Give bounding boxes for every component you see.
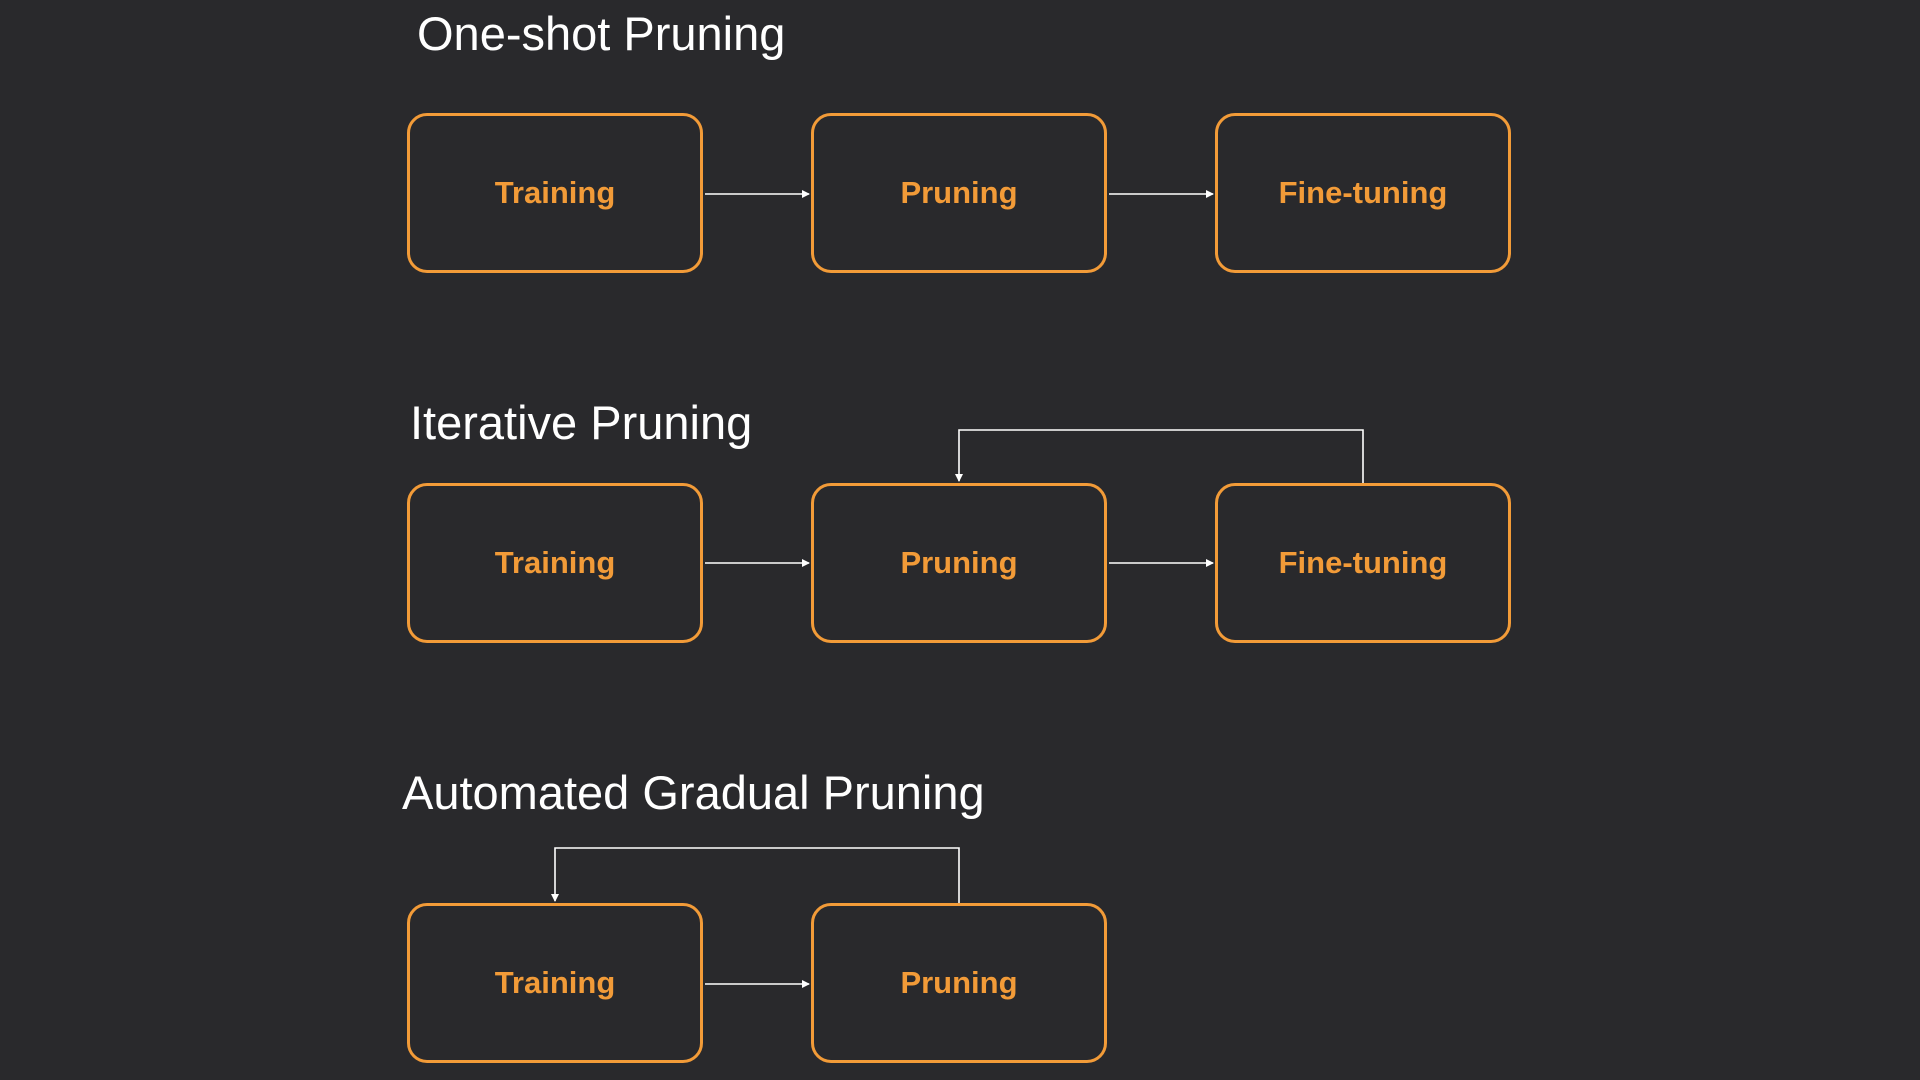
iterative-fine-tuning-box: Fine-tuning: [1215, 483, 1511, 643]
one-shot-fine-tuning-box: Fine-tuning: [1215, 113, 1511, 273]
one-shot-pruning-box: Pruning: [811, 113, 1107, 273]
one-shot-training-box: Training: [407, 113, 703, 273]
one-shot-pruning-title: One-shot Pruning: [417, 7, 786, 60]
iterative-pruning-label: Pruning: [900, 545, 1018, 580]
iterative-pruning-box: Pruning: [811, 483, 1107, 643]
iterative-pruning-title: Iterative Pruning: [410, 396, 753, 449]
agp-loop-arrow-pruning-to-training: [551, 847, 960, 903]
agp-pruning-label: Pruning: [900, 965, 1018, 1000]
iterative-loop-arrow-fine-tuning-to-pruning: [955, 429, 1364, 483]
one-shot-fine-tuning-label: Fine-tuning: [1278, 175, 1448, 210]
iterative-fine-tuning-label: Fine-tuning: [1278, 545, 1448, 580]
agp-pruning-box: Pruning: [811, 903, 1107, 1063]
automated-gradual-pruning-title: Automated Gradual Pruning: [402, 766, 985, 819]
agp-training-box: Training: [407, 903, 703, 1063]
iterative-training-box: Training: [407, 483, 703, 643]
one-shot-training-label: Training: [494, 175, 616, 210]
one-shot-pruning-label: Pruning: [900, 175, 1018, 210]
agp-training-label: Training: [494, 965, 616, 1000]
iterative-training-label: Training: [494, 545, 616, 580]
